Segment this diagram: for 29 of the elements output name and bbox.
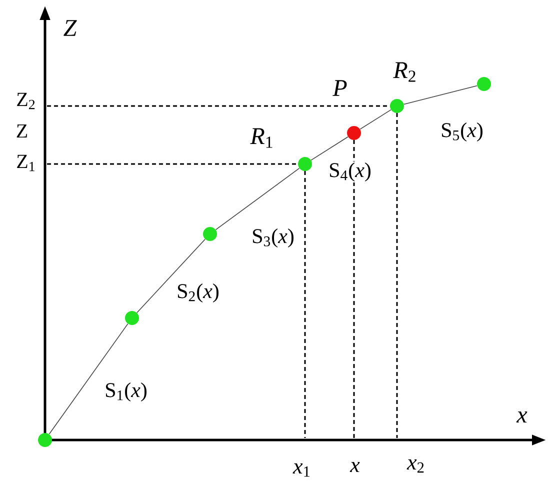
curve-segment — [48, 323, 128, 435]
curve-segment — [136, 238, 206, 314]
tick-label: x — [350, 462, 360, 472]
curve-segment — [404, 85, 478, 105]
point — [298, 157, 312, 171]
edge-label: S$_{5}$(x) — [440, 121, 484, 143]
tick-label: x$_{1}$ — [292, 463, 310, 477]
point-label: R$_{2}$ — [393, 62, 416, 82]
point — [125, 311, 139, 325]
point-label: R$_{1}$ — [250, 128, 272, 148]
point — [390, 99, 404, 113]
axis-label: Z — [64, 20, 77, 36]
point — [38, 433, 52, 447]
tick-label: Z$_{2}$ — [17, 92, 35, 110]
point — [347, 126, 361, 140]
point — [477, 77, 491, 91]
point — [203, 227, 217, 241]
curve-segment — [360, 109, 392, 130]
tick-label: Z — [16, 124, 28, 138]
edge-label: S$_{1}$(x) — [104, 381, 148, 402]
curve-segment — [310, 136, 348, 161]
tick-label: x$_{2}$ — [406, 459, 424, 473]
axis-label: x — [516, 412, 528, 422]
curve-segment — [215, 168, 300, 230]
tick-label: Z$_{1}$ — [17, 154, 35, 172]
edge-label: S$_{3}$(x) — [250, 227, 296, 249]
edge-label: S$_{4}$(x) — [328, 161, 372, 183]
point-label: P — [332, 80, 347, 96]
edge-label: S$_{2}$(x) — [176, 282, 220, 304]
